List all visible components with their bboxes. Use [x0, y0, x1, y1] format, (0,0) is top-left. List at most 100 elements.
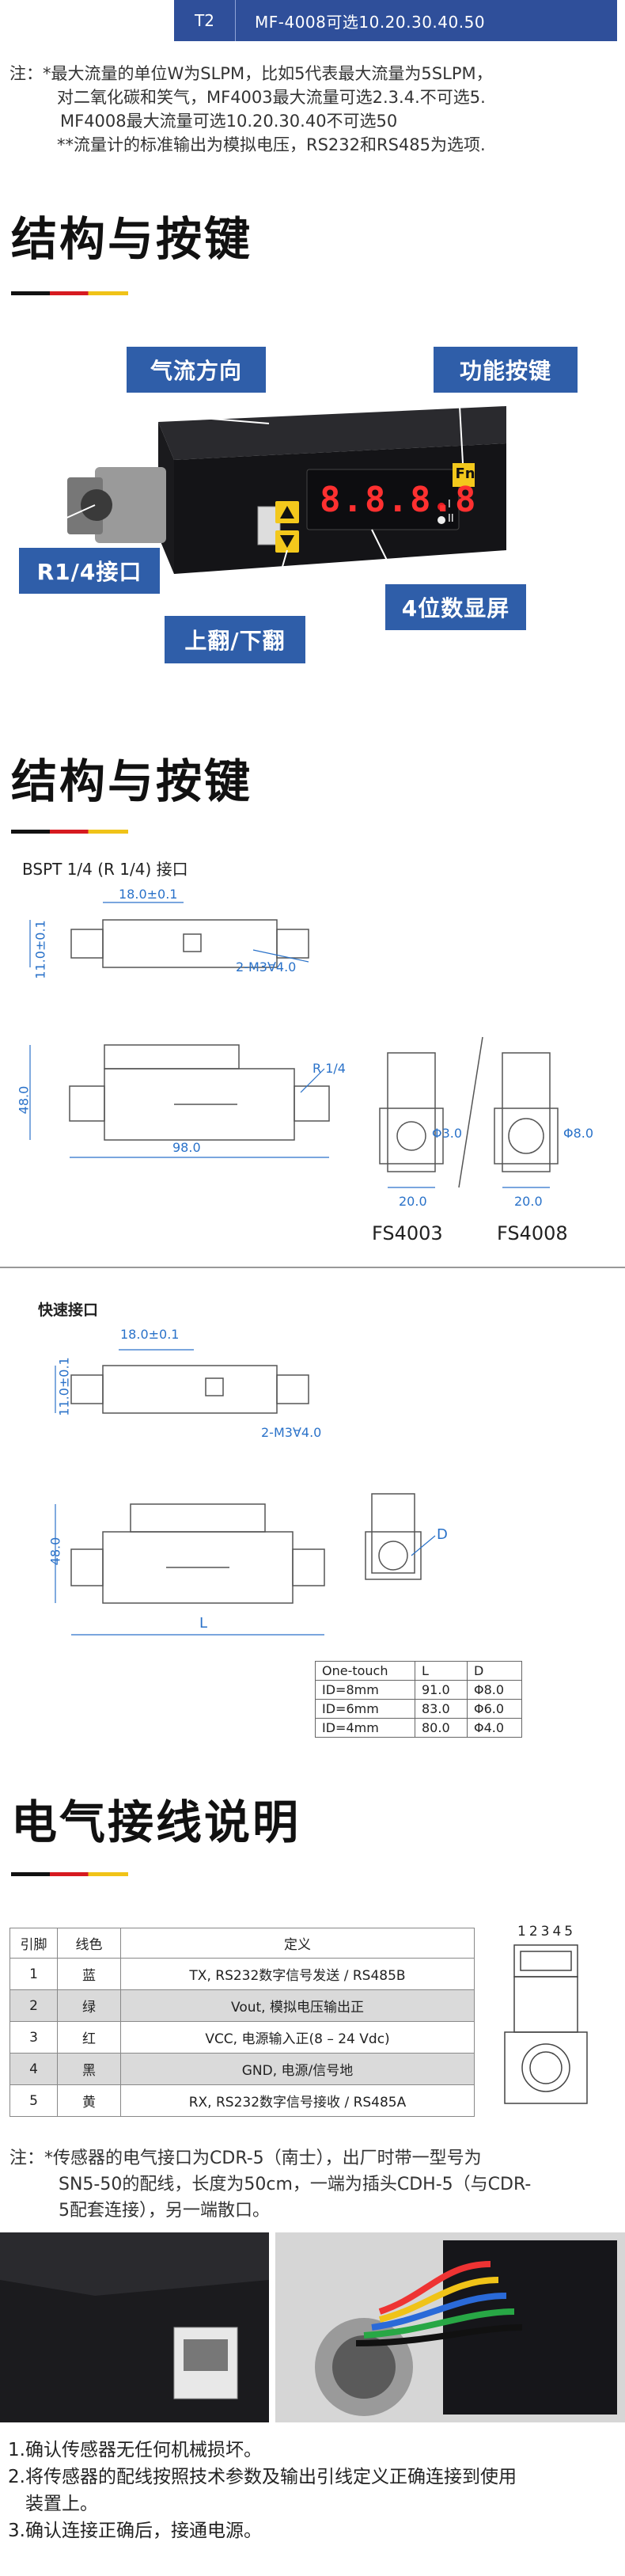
cell: Vout, 模拟电压输出正 — [120, 1989, 475, 2022]
note-flow-units: 注：*最大流量的单位W为SLPM，比如5代表最大流量为5SLPM， 对二氧化碳和… — [9, 62, 493, 157]
quick-connect-label: 快速接口 — [38, 1301, 99, 1319]
cell: 红 — [57, 2021, 121, 2054]
cell: 1 — [9, 1958, 58, 1990]
connector-drawing — [504, 1944, 588, 2104]
th-definition: 定义 — [120, 1928, 475, 1959]
dim-d8: Φ8.0 — [563, 1126, 594, 1141]
quick-dim-top: 18.0±0.1 — [120, 1327, 180, 1342]
cell: 3 — [9, 2021, 58, 2054]
quick-connect-drawing — [55, 1349, 436, 1636]
callout-up-down: 上翻/下翻 — [165, 616, 305, 663]
cell: RX, RS232数字信号接收 / RS485A — [120, 2084, 475, 2117]
note2-line-2: SN5-50的配线，长度为50cm，一端为插头CDH-5（与CDR- — [59, 2175, 532, 2194]
fn-key-label: Fn — [455, 465, 475, 482]
dim-screw: 2-M3∀4.0 — [236, 959, 297, 975]
cell: VCC, 电源输入正(8 – 24 Vdc) — [120, 2021, 475, 2054]
model-fs4003: FS4003 — [372, 1222, 443, 1244]
cell: 5 — [9, 2084, 58, 2117]
th-color: 线色 — [57, 1928, 121, 1959]
quick-dim-screw: 2-M3∀4.0 — [261, 1425, 322, 1440]
cell: 黄 — [57, 2084, 121, 2117]
cell: 绿 — [57, 1989, 121, 2022]
model-fs4008: FS4008 — [497, 1222, 568, 1244]
note-cable: 注：*传感器的电气接口为CDR-5（南士），出厂时带一型号为 SN5-50的配线… — [9, 2145, 531, 2224]
table-row: ID=8mm 91.0 Φ8.0 — [315, 1680, 523, 1700]
setup-steps: 1.确认传感器无任何机械损坏。 2.将传感器的配线按照技术参数及输出引线定义正确… — [8, 2437, 517, 2544]
cell: ID=8mm — [315, 1680, 415, 1700]
up-arrow-icon — [280, 506, 294, 519]
bspt-drawing — [29, 902, 559, 1188]
cell: TX, RS232数字信号发送 / RS485B — [120, 1958, 475, 1990]
callout-function-key: 功能按键 — [434, 347, 578, 393]
cell: Φ6.0 — [466, 1699, 523, 1719]
quick-dim-48: 48.0 — [47, 1537, 63, 1566]
dim-98: 98.0 — [172, 1140, 201, 1155]
cell: 91.0 — [415, 1680, 468, 1700]
digit-display: 8.8.8.8 — [320, 480, 478, 520]
table-row: ID=4mm 80.0 Φ4.0 — [315, 1718, 523, 1738]
dim-48: 48.0 — [16, 1085, 32, 1115]
note-line-1: *最大流量的单位W为SLPM，比如5代表最大流量为5SLPM， — [43, 64, 493, 83]
section-title-wiring: 电气接线说明 — [11, 1795, 301, 1849]
cell: 80.0 — [415, 1718, 468, 1738]
note-line-4: **流量计的标准输出为模拟电压，RS232和RS485为选项. — [57, 135, 486, 154]
note2-prefix: 注： — [9, 2149, 45, 2168]
model-code: T2 — [174, 0, 236, 41]
th-pin: 引脚 — [9, 1928, 58, 1959]
th-one-touch: One-touch — [315, 1661, 415, 1681]
step-3: 3.确认连接正确后，接通电源。 — [8, 2521, 262, 2541]
table-row: ID=6mm 83.0 Φ6.0 — [315, 1699, 523, 1719]
down-arrow-icon — [280, 535, 294, 548]
section-title-structure-2: 结构与按键 — [11, 754, 253, 808]
note-line-2: 对二氧化碳和笑气，MF4003最大流量可选2.3.4.不可选5. — [57, 88, 486, 107]
step-2: 2.将传感器的配线按照技术参数及输出引线定义正确连接到使用 — [8, 2467, 517, 2487]
dim-height: 11.0±0.1 — [32, 920, 48, 979]
step-2b: 装置上。 — [25, 2494, 98, 2514]
connector-pin-numbers: 12345 — [517, 1924, 577, 1940]
cell: GND, 电源/信号地 — [120, 2053, 475, 2085]
step-1: 1.确认传感器无任何机械损坏。 — [8, 2440, 262, 2460]
th-L: L — [415, 1661, 468, 1681]
th-D: D — [466, 1661, 523, 1681]
note2-line-1: *传感器的电气接口为CDR-5（南士），出厂时带一型号为 — [44, 2149, 482, 2168]
note-line-3: MF4008最大流量可选10.20.30.40不可选50 — [60, 112, 398, 131]
indicator-2-label: II — [448, 513, 454, 525]
cell: ID=6mm — [315, 1699, 415, 1719]
note-prefix: 注： — [9, 64, 43, 83]
callout-airflow: 气流方向 — [127, 347, 266, 393]
cable-photos — [0, 2232, 625, 2422]
cell: ID=4mm — [315, 1718, 415, 1738]
cell: 黑 — [57, 2053, 121, 2085]
bspt-label: BSPT 1/4 (R 1/4) 接口 — [22, 860, 188, 879]
cell: 83.0 — [415, 1699, 468, 1719]
dim-width-1: 20.0 — [399, 1194, 427, 1209]
section-divider — [0, 1267, 625, 1268]
note2-line-3: 5配套连接），另一端散口。 — [59, 2201, 270, 2221]
cell: 蓝 — [57, 1958, 121, 1990]
cell: 4 — [9, 2053, 58, 2085]
quick-dim-height: 11.0±0.1 — [56, 1357, 72, 1416]
dim-top: 18.0±0.1 — [119, 887, 178, 902]
cell: Φ4.0 — [466, 1718, 523, 1738]
sensor-photo-illustration — [47, 391, 506, 614]
cell: 2 — [9, 1989, 58, 2022]
model-row: T2 MF-4008可选10.20.30.40.50 — [174, 0, 617, 41]
flag-divider-3 — [11, 1872, 128, 1876]
dim-width-2: 20.0 — [514, 1194, 543, 1209]
section-title-structure: 结构与按键 — [11, 212, 253, 266]
callout-port: R1/4接口 — [19, 548, 160, 594]
one-touch-table: One-touch L D ID=8mm 91.0 Φ8.0 ID=6mm 83… — [315, 1661, 523, 1738]
dim-d3: Φ3.0 — [432, 1126, 463, 1141]
cell: Φ8.0 — [466, 1680, 523, 1700]
dim-r14: R 1/4 — [312, 1061, 346, 1076]
indicator-1-label: I — [448, 499, 451, 511]
flag-divider-2 — [11, 830, 128, 834]
quick-dim-D: D — [437, 1526, 448, 1543]
